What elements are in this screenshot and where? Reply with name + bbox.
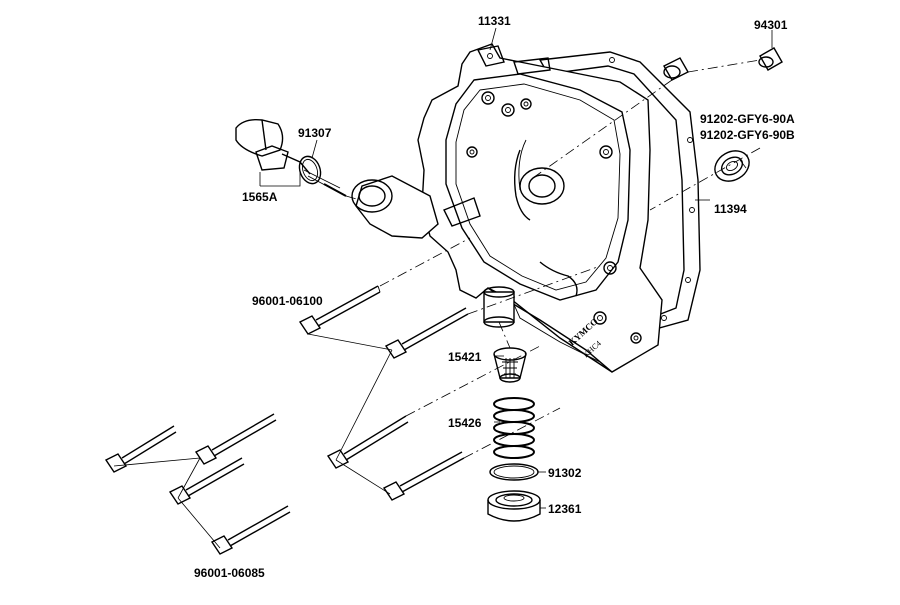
drain-plug-12361 xyxy=(487,490,541,522)
bolts-96001-06085 xyxy=(104,413,291,555)
label-15421: 15421 xyxy=(448,350,482,364)
bolt-long-1 xyxy=(298,285,381,335)
label-12361: 12361 xyxy=(548,502,582,516)
bolts-96001-06100 xyxy=(298,285,469,501)
bolt-long-2 xyxy=(384,307,469,359)
label-91202-a: 91202-GFY6-90A xyxy=(700,112,795,126)
bolt-long-4 xyxy=(382,451,465,501)
assembly-centerlines xyxy=(345,59,761,459)
bolt-short-3 xyxy=(168,457,245,505)
bolt-short-2 xyxy=(194,413,277,465)
bushing-94301 xyxy=(663,47,783,81)
crankcase-cover-11331 xyxy=(351,43,663,373)
spring-15426 xyxy=(493,397,535,459)
leader-lines xyxy=(113,27,773,549)
oil-seal-91202 xyxy=(714,150,750,182)
label-11331: 11331 xyxy=(478,14,511,28)
o-ring-91302 xyxy=(489,463,539,481)
label-91302: 91302 xyxy=(548,466,582,480)
bolt-short-4 xyxy=(210,505,291,555)
label-96001-06085: 96001-06085 xyxy=(194,566,265,580)
label-91202-b: 91202-GFY6-90B xyxy=(700,128,795,142)
label-15426: 15426 xyxy=(448,416,482,430)
label-94301: 94301 xyxy=(754,18,788,32)
label-91307: 91307 xyxy=(298,126,332,140)
strainer-15421 xyxy=(493,347,527,383)
label-11394: 11394 xyxy=(714,202,747,216)
bolt-short-1 xyxy=(104,425,177,473)
o-ring-91307 xyxy=(298,155,322,185)
bolt-long-3 xyxy=(326,415,409,469)
label-96001-06100: 96001-06100 xyxy=(252,294,323,308)
label-1565a: 1565A xyxy=(242,190,278,204)
